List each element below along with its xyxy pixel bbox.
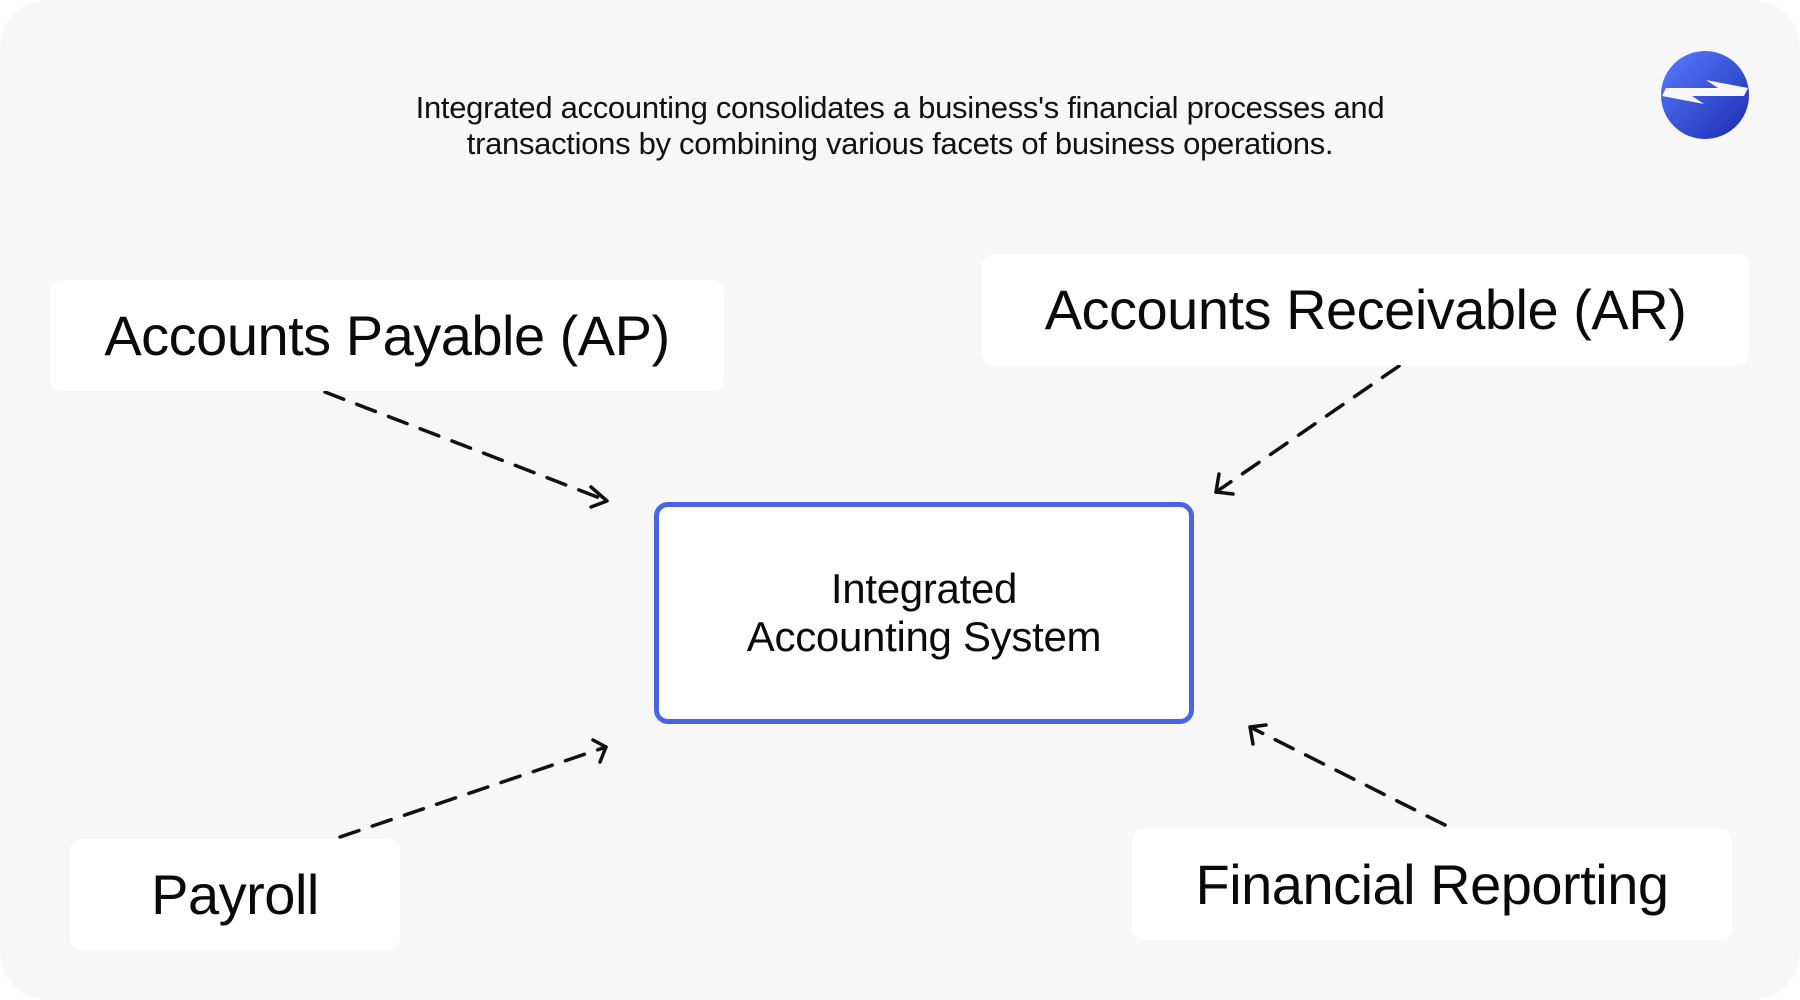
node-accounts-payable: Accounts Payable (AP): [50, 280, 724, 391]
node-integrated-accounting-system: Integrated Accounting System: [654, 502, 1194, 724]
arrow-payroll-to-center: [338, 738, 608, 839]
node-accounts-receivable-label: Accounts Receivable (AR): [1044, 278, 1687, 341]
intro-line-2: transactions by combining various facets…: [466, 126, 1334, 161]
intro-line-1: Integrated accounting consolidates a bus…: [415, 90, 1385, 125]
arrow-ar-to-center: [1214, 364, 1401, 496]
node-financial-reporting-label: Financial Reporting: [1195, 853, 1669, 916]
node-accounts-payable-label: Accounts Payable (AP): [104, 304, 670, 367]
center-label-line-1: Integrated: [830, 565, 1018, 612]
node-financial-reporting: Financial Reporting: [1132, 829, 1732, 940]
node-payroll-label: Payroll: [151, 863, 319, 926]
intro-text: Integrated accounting consolidates a bus…: [300, 90, 1500, 162]
node-payroll: Payroll: [70, 839, 400, 950]
node-accounts-receivable: Accounts Receivable (AR): [982, 254, 1749, 365]
arrow-ap-to-center: [323, 390, 609, 509]
brand-logo-icon: [1661, 51, 1749, 139]
center-label-line-2: Accounting System: [746, 613, 1102, 660]
arrow-fr-to-center: [1248, 723, 1447, 827]
